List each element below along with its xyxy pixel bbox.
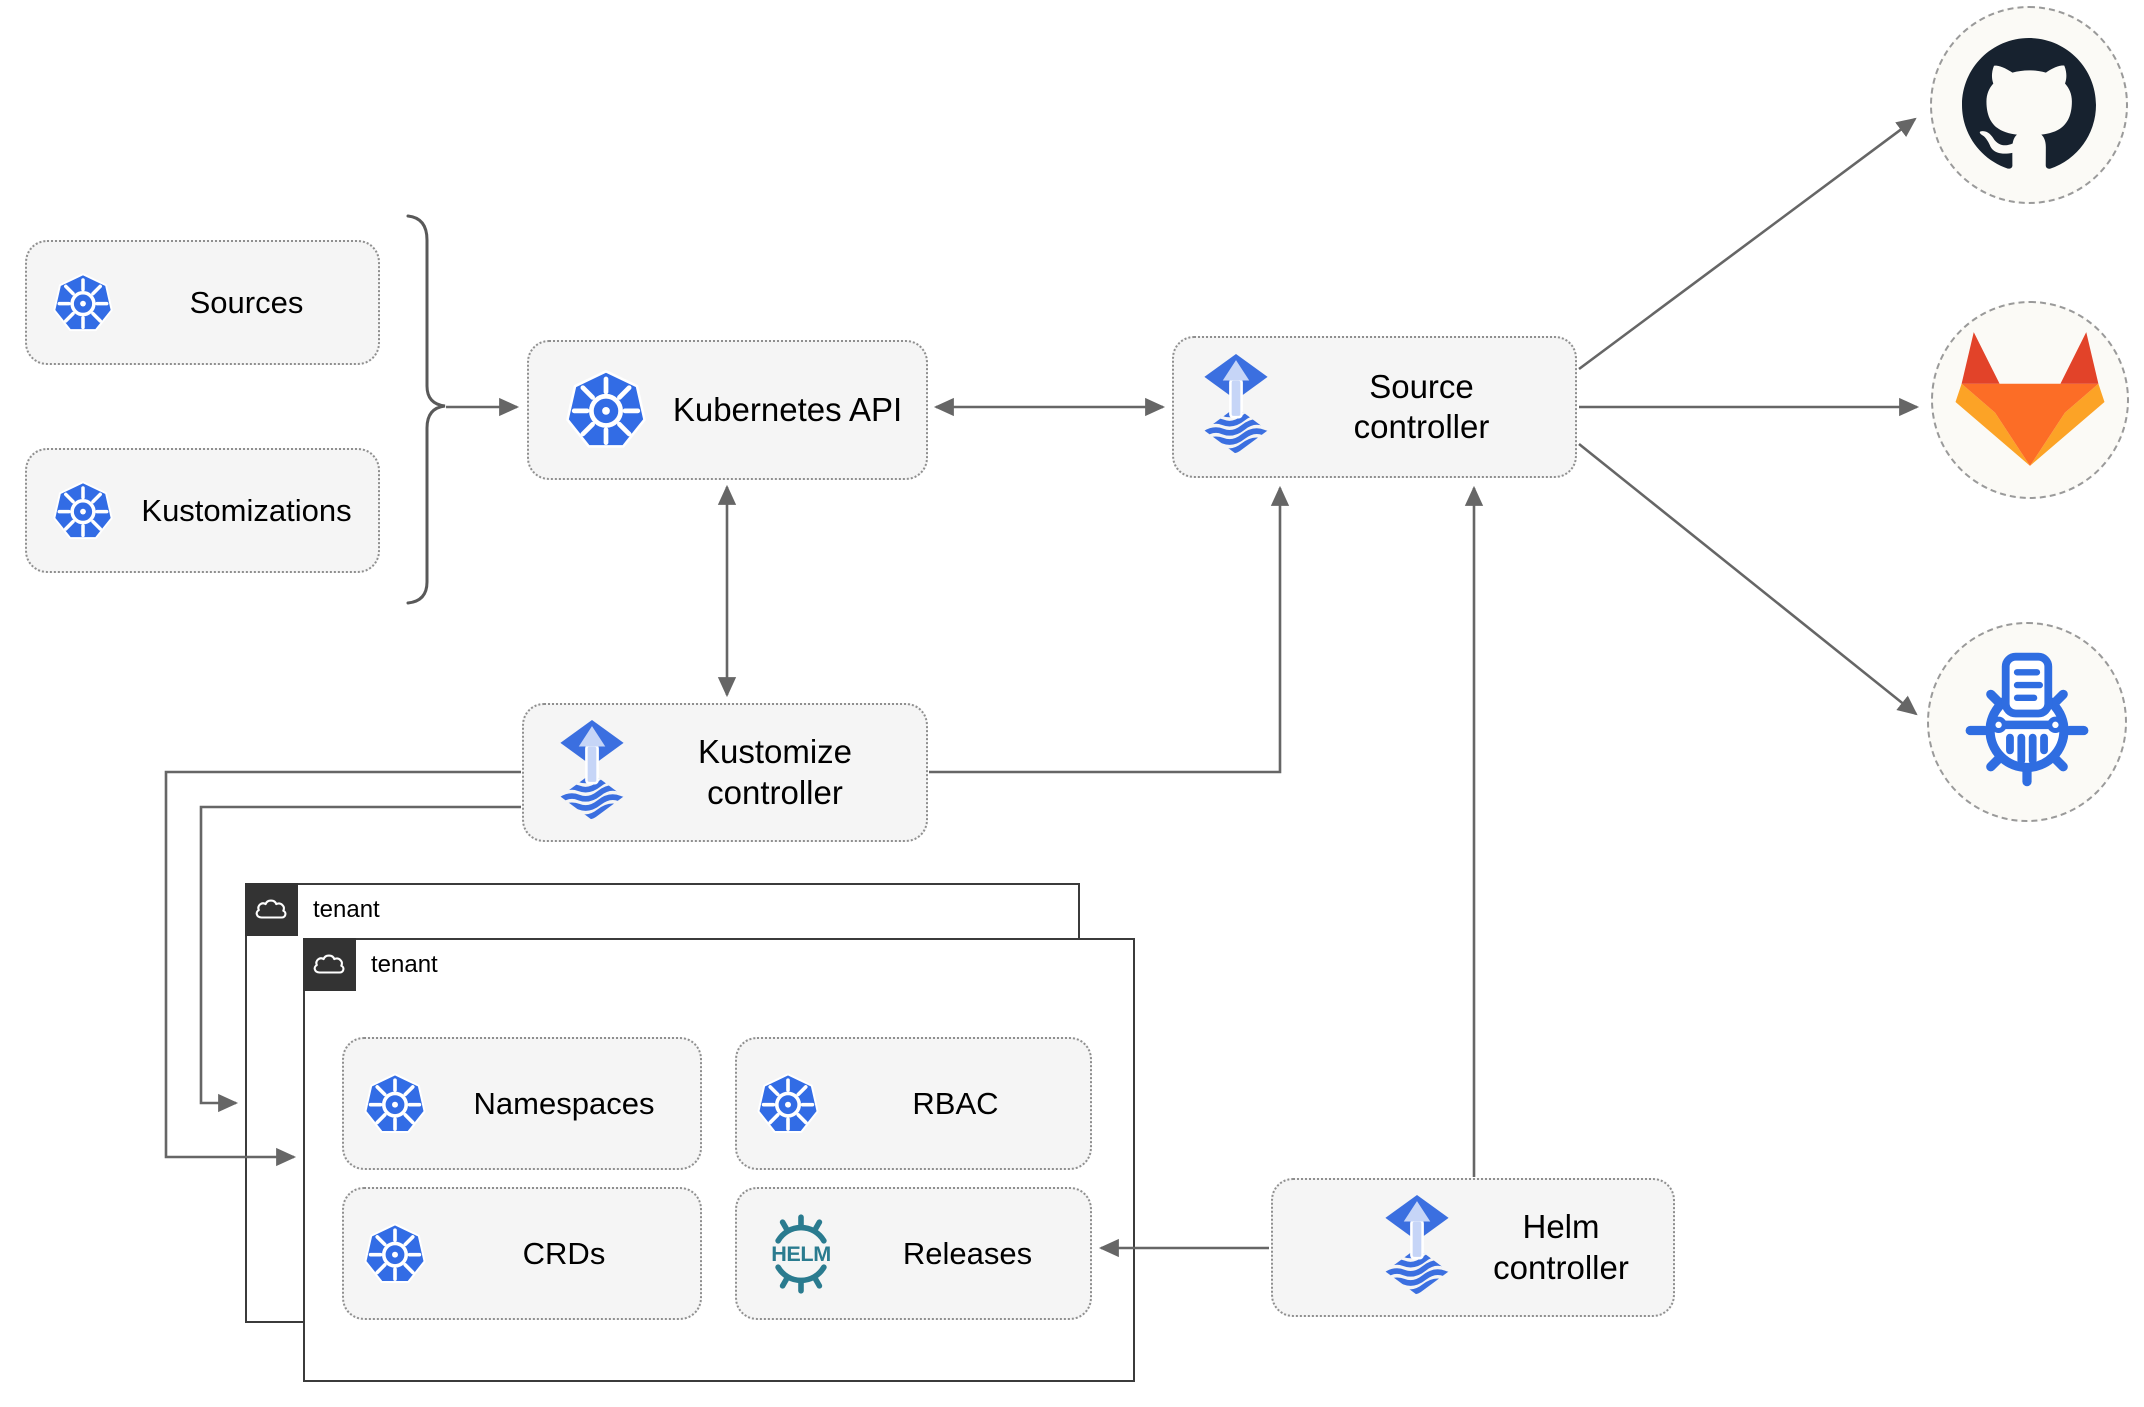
- arrow-source-controller-to-chartmuseum: [1578, 442, 1918, 716]
- kubernetes-icon: [563, 367, 649, 453]
- tenant-group-label: tenant: [371, 950, 438, 978]
- chartmuseum-provider-circle: [1927, 622, 2127, 822]
- github-provider-circle: [1930, 6, 2128, 204]
- cloud-icon: [313, 954, 345, 974]
- node-rbac: RBAC: [735, 1037, 1092, 1170]
- node-label: Sources: [189, 284, 304, 320]
- node-namespaces: Namespaces: [342, 1037, 702, 1170]
- gitlab-icon: [1955, 331, 2105, 466]
- kubernetes-icon: [52, 479, 114, 540]
- arrow-source-controller-to-github: [1578, 117, 1917, 371]
- kubernetes-icon: [363, 1221, 427, 1284]
- helm-icon-text: HELM: [771, 1241, 831, 1266]
- cloud-icon: [255, 899, 287, 919]
- tenant-group-front: tenant Namespaces RBAC CRDs HELM Release…: [302, 937, 1135, 1382]
- node-label: Releases: [902, 1235, 1033, 1271]
- node-label: Namespaces: [473, 1085, 655, 1121]
- arrow-kustomize-to-source-controller: [929, 485, 1290, 774]
- tenant-group-label: tenant: [313, 895, 380, 923]
- flux-icon: [1204, 354, 1268, 460]
- flux-icon: [1385, 1195, 1449, 1301]
- node-sources: Sources: [25, 240, 380, 365]
- node-releases: HELM Releases: [735, 1187, 1092, 1320]
- group-brace: [406, 214, 446, 605]
- node-label: Kustomizations: [141, 492, 352, 528]
- kubernetes-icon: [52, 271, 114, 332]
- node-kustomizations: Kustomizations: [25, 448, 380, 573]
- github-icon: [1962, 38, 2096, 169]
- node-kubernetes-api: Kubernetes API: [527, 340, 928, 480]
- helm-icon: HELM: [771, 1211, 831, 1297]
- node-kustomize-controller: Kustomize controller: [522, 703, 928, 842]
- node-crds: CRDs: [342, 1187, 702, 1320]
- node-label: Source controller: [1353, 367, 1490, 445]
- node-helm-controller: Helm controller: [1271, 1178, 1675, 1317]
- tenant-tab: [302, 937, 356, 991]
- node-source-controller: Source controller: [1172, 336, 1577, 478]
- chartmuseum-icon: [1956, 651, 2098, 793]
- node-label: CRDs: [522, 1235, 606, 1271]
- flux-icon: [560, 720, 624, 826]
- tenant-tab: [244, 882, 298, 936]
- gitlab-provider-circle: [1931, 301, 2129, 499]
- kubernetes-icon: [756, 1071, 820, 1134]
- node-label: Kubernetes API: [672, 390, 903, 428]
- node-label: Helm controller: [1493, 1208, 1629, 1286]
- kubernetes-icon: [363, 1071, 427, 1134]
- node-label: Kustomize controller: [697, 733, 853, 811]
- node-label: RBAC: [912, 1085, 999, 1121]
